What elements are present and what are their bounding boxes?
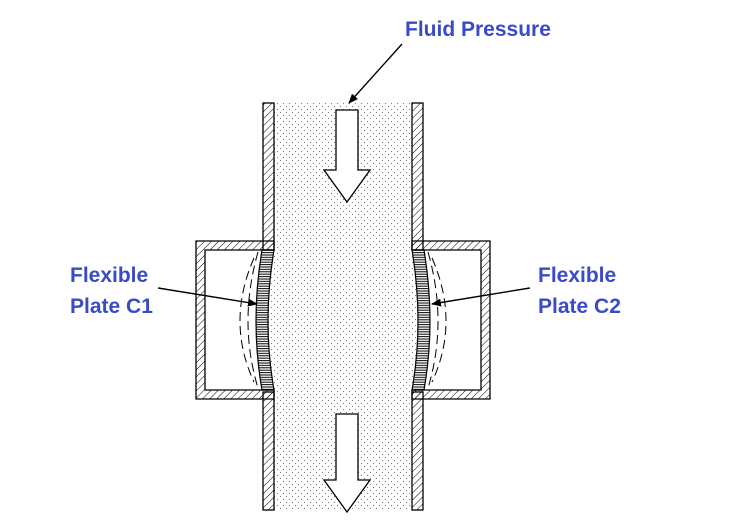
flow-arrow-bottom bbox=[322, 413, 372, 514]
flexible-plate-c2 bbox=[411, 249, 431, 391]
right-deflection-curves bbox=[427, 251, 447, 389]
leader-line-fluid-pressure bbox=[348, 43, 403, 104]
plate-c2-label-line2: Plate C2 bbox=[538, 295, 621, 318]
flexible-plate-c1 bbox=[255, 249, 275, 391]
plate-c2-label-line1: Flexible bbox=[538, 264, 617, 287]
plate-c1-label-line1: Flexible bbox=[70, 264, 149, 287]
fluid-channel bbox=[268, 103, 418, 510]
leader-line-plate-c2 bbox=[431, 287, 531, 307]
flow-arrow-top bbox=[322, 109, 372, 204]
left-deflection-curves bbox=[239, 251, 259, 389]
plate-c1-label: Flexible Plate C1 bbox=[70, 260, 153, 322]
plate-c2-label: Flexible Plate C2 bbox=[538, 260, 621, 322]
fluid-pressure-label: Fluid Pressure bbox=[405, 18, 551, 41]
plate-c1-label-line2: Plate C1 bbox=[70, 295, 153, 318]
leader-line-plate-c1 bbox=[157, 287, 258, 307]
